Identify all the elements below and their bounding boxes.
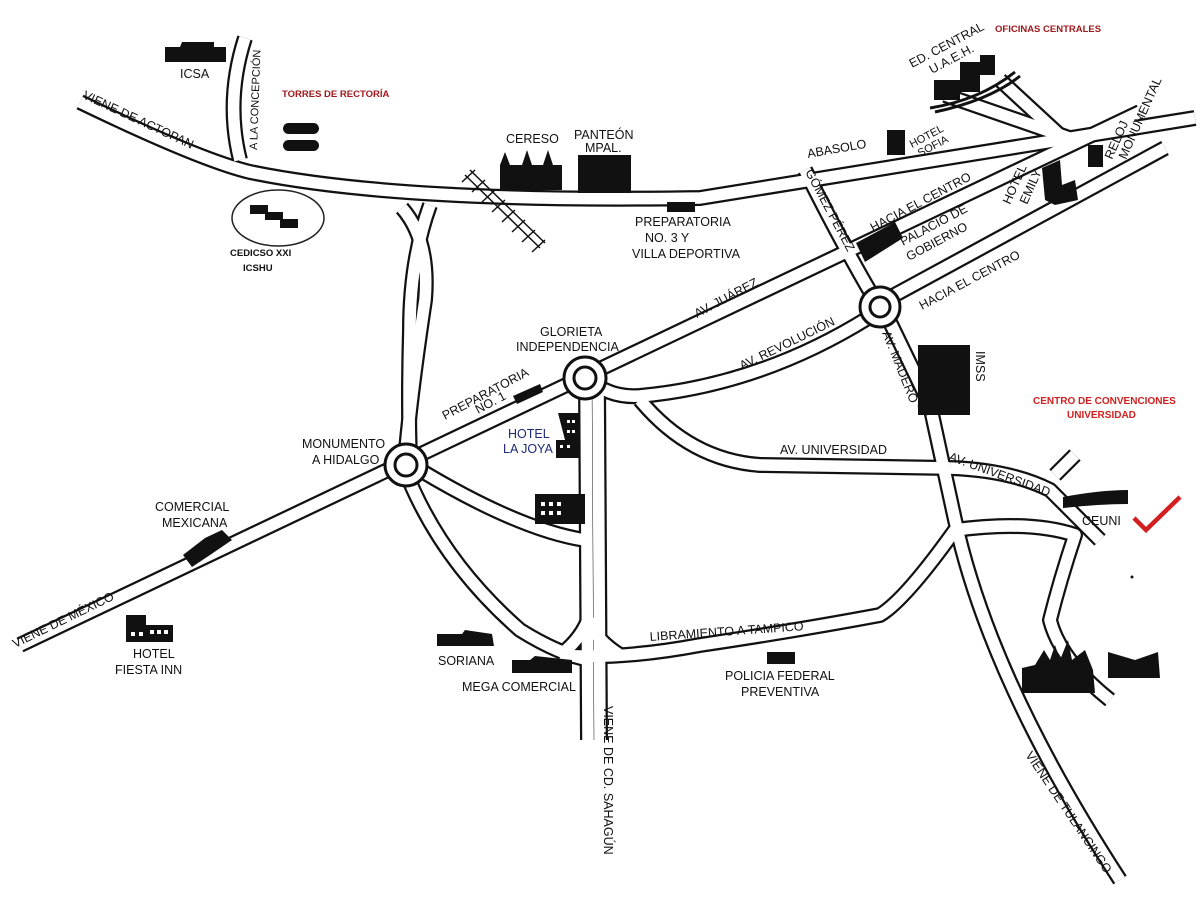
check-mark-icon <box>1132 495 1182 534</box>
label-panteon-2: MPAL. <box>585 141 622 155</box>
label-prepa3-1: PREPARATORIA <box>635 215 732 229</box>
mega-building-icon <box>512 656 572 673</box>
madero-roundabout <box>858 285 902 329</box>
label-centro-conv-1: CENTRO DE CONVENCIONES <box>1033 396 1176 407</box>
buildings <box>126 42 1160 693</box>
reloj-building-icon <box>1088 145 1103 167</box>
hotel-sofia-building-icon <box>887 130 905 155</box>
label-centro-conv-2: UNIVERSIDAD <box>1067 410 1136 421</box>
cedicso-building-icon <box>231 189 325 247</box>
label-mega: MEGA COMERCIAL <box>462 680 576 694</box>
label-av-universidad-1: AV. UNIVERSIDAD <box>780 443 887 457</box>
label-cedicso-2: ICSHU <box>243 263 273 274</box>
label-soriana: SORIANA <box>438 654 495 668</box>
label-viene-sahagun: VIENE DE CD. SAHAGÚN <box>601 706 616 855</box>
label-prepa3-2: NO. 3 Y <box>645 231 690 245</box>
label-hotel-joya-2: LA JOYA <box>503 442 553 456</box>
torres-rectoria-icon <box>283 123 319 151</box>
label-viene-mexico: VIENE DE MÉXICO <box>10 588 117 650</box>
glorieta-independencia-roundabout <box>562 355 608 401</box>
panteon-building-icon <box>578 155 631 193</box>
prepa1-building-icon <box>513 384 543 404</box>
label-cereso: CERESO <box>506 132 559 146</box>
road-labels: VIENE DE ACTOPAN A LA CONCEPCIÓN ABASOLO… <box>10 49 1115 876</box>
label-viene-tulancingo: VIENE DE TULANCINGO <box>1023 749 1115 876</box>
label-glorieta-1: GLORIETA <box>540 325 603 339</box>
campus-building-1-icon <box>1022 640 1095 693</box>
prepa3-building-icon <box>667 202 695 212</box>
hotel-emily-building-icon <box>1042 160 1078 205</box>
policia-building-icon <box>767 652 795 664</box>
label-ceuni: CEUNI <box>1082 514 1121 528</box>
label-comercial-2: MEXICANA <box>162 516 228 530</box>
ed-central-building-icon <box>929 55 1021 114</box>
imss-building-icon <box>918 345 970 415</box>
label-prepa3-3: VILLA DEPORTIVA <box>632 247 741 261</box>
palacio-building-icon <box>856 222 903 262</box>
label-fiesta-1: HOTEL <box>133 647 175 661</box>
label-abasolo: ABASOLO <box>806 137 868 161</box>
monumento-hidalgo-roundabout <box>383 442 429 488</box>
label-monumento-1: MONUMENTO <box>302 437 385 451</box>
label-icsa: ICSA <box>180 67 210 81</box>
label-oficinas-centrales: OFICINAS CENTRALES <box>995 24 1101 35</box>
office-building-icon <box>535 494 585 524</box>
ceuni-building-icon <box>1063 490 1128 508</box>
dot-marker <box>1130 575 1134 579</box>
label-comercial-1: COMERCIAL <box>155 500 229 514</box>
soriana-building-icon <box>437 630 494 646</box>
label-a-la-concepcion: A LA CONCEPCIÓN <box>247 49 263 150</box>
hotel-la-joya-building-icon <box>556 413 580 458</box>
label-policia-1: POLICIA FEDERAL <box>725 669 835 683</box>
comercial-mexicana-building-icon <box>183 530 232 567</box>
campus-building-2-icon <box>1108 652 1160 678</box>
label-policia-2: PREVENTIVA <box>741 685 820 699</box>
label-imss: IMSS <box>973 351 987 382</box>
label-monumento-2: A HIDALGO <box>312 453 380 467</box>
label-torres-rectoria: TORRES DE RECTORÍA <box>282 89 389 100</box>
label-fiesta-2: FIESTA INN <box>115 663 182 677</box>
railway-track <box>461 169 546 253</box>
label-viene-actopan: VIENE DE ACTOPAN <box>81 88 196 152</box>
label-cedicso-1: CEDICSO XXI <box>230 248 291 259</box>
icsa-building-icon <box>165 42 226 62</box>
fiesta-inn-building-icon <box>126 615 173 642</box>
label-panteon-1: PANTEÓN <box>574 127 634 142</box>
label-glorieta-2: INDEPENDENCIA <box>516 340 619 354</box>
label-hotel-joya-1: HOTEL <box>508 427 550 441</box>
roads-fill <box>17 36 1196 884</box>
cereso-building-icon <box>500 150 562 190</box>
